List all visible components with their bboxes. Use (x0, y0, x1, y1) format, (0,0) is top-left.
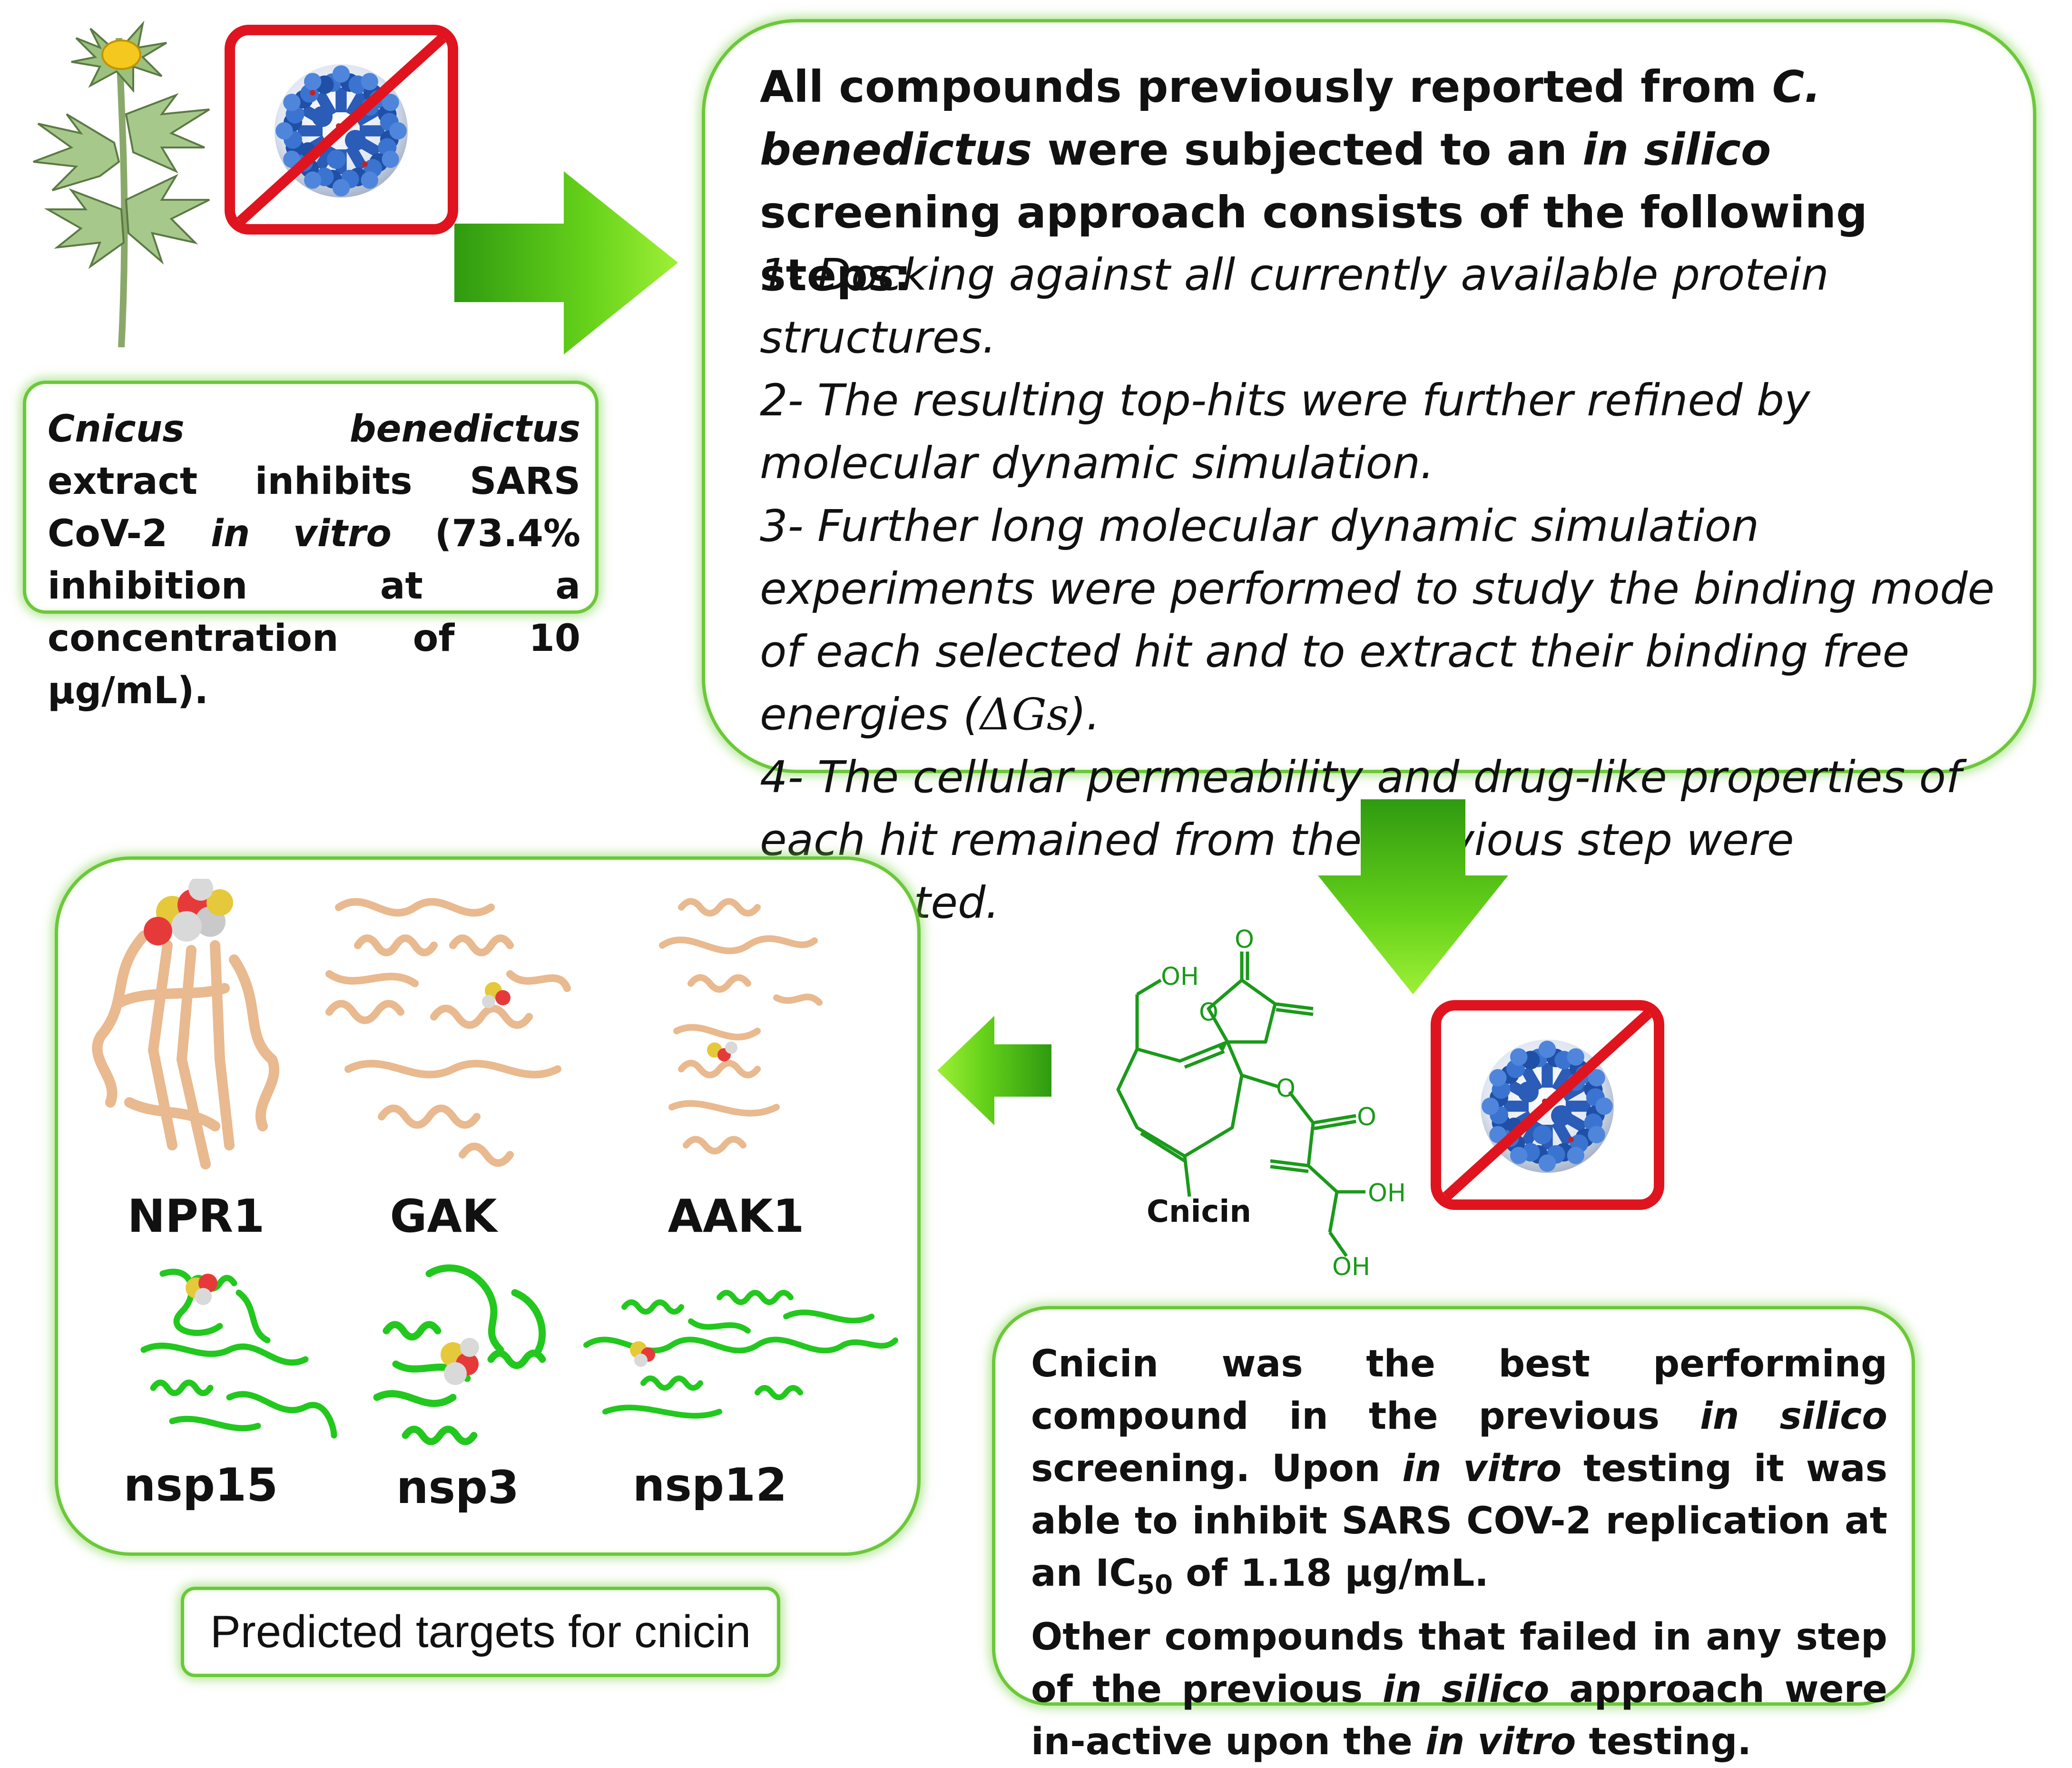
atom-label-oh: OH (1161, 963, 1199, 991)
virus-prohibited-icon-2 (1431, 1000, 1664, 1210)
result-paragraph-1: Cnicin was the best performing compound … (1031, 1343, 1888, 1600)
species-name: Cnicus benedictus (48, 408, 580, 451)
cnicin-result-text: Cnicin was the best performing compound … (1031, 1338, 1887, 1768)
atom-label-ester-o: O (1276, 1074, 1296, 1103)
atom-label-carbonyl-o: O (1357, 1103, 1376, 1131)
targets-caption: Predicted targets for cnicin (210, 1606, 751, 1657)
arrow-right-icon (454, 171, 678, 354)
gak-structure (325, 898, 571, 1167)
cnicin-result-box: Cnicin was the best performing compound … (992, 1306, 1915, 1763)
screening-intro: All compounds previously reported from C… (760, 61, 1867, 301)
cnicin-structure: O O OH O O OH OH (1116, 928, 1406, 1281)
predicted-targets-panel: NPR1 GAK AAK1 nsp15 nsp3 nsp12 (55, 856, 921, 1556)
nsp3-structure (373, 1264, 546, 1445)
target-label-aak1: AAK1 (668, 1190, 805, 1243)
screening-steps-list: 1- Docking against all currently availab… (760, 244, 2025, 934)
target-label-nsp15: nsp15 (123, 1459, 278, 1512)
nsp15-structure (140, 1268, 337, 1439)
screening-steps-box: All compounds previously reported from C… (702, 19, 2036, 928)
thistle-plant-illustration (33, 20, 210, 347)
step-3: 3- Further long molecular dynamic simula… (760, 501, 1995, 740)
virus-prohibited-icon (225, 25, 458, 235)
atom-label-o: O (1235, 928, 1254, 954)
target-label-nsp12: nsp12 (632, 1459, 787, 1512)
compound-name: Cnicin (1147, 1194, 1251, 1229)
atom-label-oh-3: OH (1332, 1253, 1370, 1281)
extract-activity-text: Cnicus benedictus extract inhibits SARS … (48, 408, 580, 712)
step-2: 2- The resulting top-hits were further r… (760, 375, 1810, 489)
target-label-nsp3: nsp3 (396, 1462, 520, 1514)
npr1-structure (92, 879, 280, 1169)
aak1-structure (659, 898, 823, 1155)
step-1: 1- Docking against all currently availab… (760, 249, 1829, 363)
atom-label-ring-o: O (1199, 998, 1218, 1027)
arrow-left-icon (937, 1016, 1051, 1125)
atom-label-oh-2: OH (1368, 1179, 1406, 1208)
extract-activity-box: Cnicus benedictus extract inhibits SARS … (23, 381, 599, 712)
targets-caption-box: Predicted targets for cnicin (181, 1587, 780, 1677)
result-paragraph-2: Other compounds that failed in any step … (1031, 1615, 1887, 1763)
target-label-npr1: NPR1 (127, 1190, 265, 1243)
nsp12-structure (583, 1290, 898, 1419)
arrow-down-icon (1318, 799, 1508, 994)
target-label-gak: GAK (390, 1190, 497, 1243)
